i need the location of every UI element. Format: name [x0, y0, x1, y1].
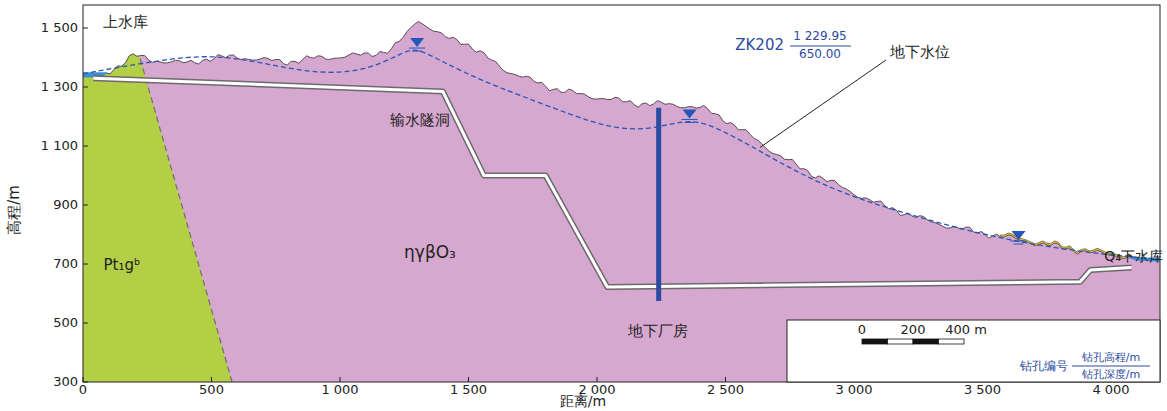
x-tick — [597, 377, 598, 382]
tunnel-outer — [93, 78, 1131, 287]
terrain-line — [83, 22, 1160, 261]
tick-label: 900 — [53, 198, 78, 212]
water-level-symbol — [683, 109, 697, 118]
tick-label: 0 — [79, 383, 87, 397]
tick-label: 700 — [53, 257, 78, 271]
tick-label: 500 — [199, 383, 224, 397]
annotation: 上水库 — [103, 14, 148, 31]
scale-segment — [939, 339, 965, 344]
annotation: 650.00 — [799, 48, 841, 61]
water-level-tick — [682, 119, 698, 122]
contact-boundary — [140, 57, 233, 382]
y-tick — [83, 205, 88, 206]
annotation: ZK202 — [735, 37, 784, 54]
tick-label: 1 000 — [321, 383, 358, 397]
tick-label: 2 000 — [578, 383, 615, 397]
annotation: 高程/m — [6, 185, 23, 235]
scale-segment — [913, 339, 939, 344]
water-level-symbol — [410, 38, 424, 47]
leader-line — [760, 60, 886, 147]
tick-label: 200 — [901, 323, 926, 337]
water-level-symbol — [1011, 231, 1025, 240]
tick-label: 1 300 — [41, 80, 78, 94]
gneiss-body — [83, 54, 232, 382]
x-tick — [83, 377, 84, 382]
key-box — [787, 320, 1160, 382]
plot-frame — [83, 5, 1160, 382]
water-level-tick — [409, 48, 425, 51]
y-tick — [83, 146, 88, 147]
scale-segment — [888, 339, 914, 344]
annotation: 地下厂房 — [628, 323, 688, 340]
x-tick — [340, 377, 341, 382]
x-tick — [211, 377, 212, 382]
annotation: 1 229.95 — [793, 30, 846, 43]
annotation: 钻孔高程/m — [1082, 352, 1140, 364]
annotation: 钻孔深度/m — [1082, 369, 1140, 381]
annotation: ηγβO₃ — [404, 243, 456, 262]
annotation: 钻孔编号 — [1020, 360, 1068, 373]
tick-label: 1 500 — [41, 21, 78, 35]
fraction-bar — [1072, 366, 1150, 367]
annotation: 地下水位 — [890, 44, 950, 61]
tick-label: 4 000 — [1092, 383, 1129, 397]
water-level-tick — [1010, 241, 1026, 244]
tick-label: 300 — [53, 375, 78, 389]
scale-segment — [862, 339, 888, 344]
annotation: 输水隧洞 — [390, 112, 450, 129]
tick-label: 1 500 — [450, 383, 487, 397]
y-tick — [83, 323, 88, 324]
y-tick — [83, 87, 88, 88]
y-tick — [83, 28, 88, 29]
tick-label: 3 000 — [835, 383, 872, 397]
tick-label: 2 500 — [707, 383, 744, 397]
annotation: Pt₁gᵇ — [104, 257, 141, 274]
x-tick — [725, 377, 726, 382]
y-tick — [83, 264, 88, 265]
tick-label: 1 100 — [41, 139, 78, 153]
tick-label: 0 — [858, 323, 866, 337]
tunnel-inner — [93, 78, 1131, 287]
tick-label: 3 500 — [964, 383, 1001, 397]
granite-body — [83, 22, 1160, 382]
tick-label: 400 m — [945, 323, 987, 337]
fraction-bar — [790, 46, 851, 47]
borehole — [656, 108, 661, 301]
annotation: Q₄下水库 — [1104, 249, 1163, 264]
x-tick — [468, 377, 469, 382]
tick-label: 500 — [53, 316, 78, 330]
